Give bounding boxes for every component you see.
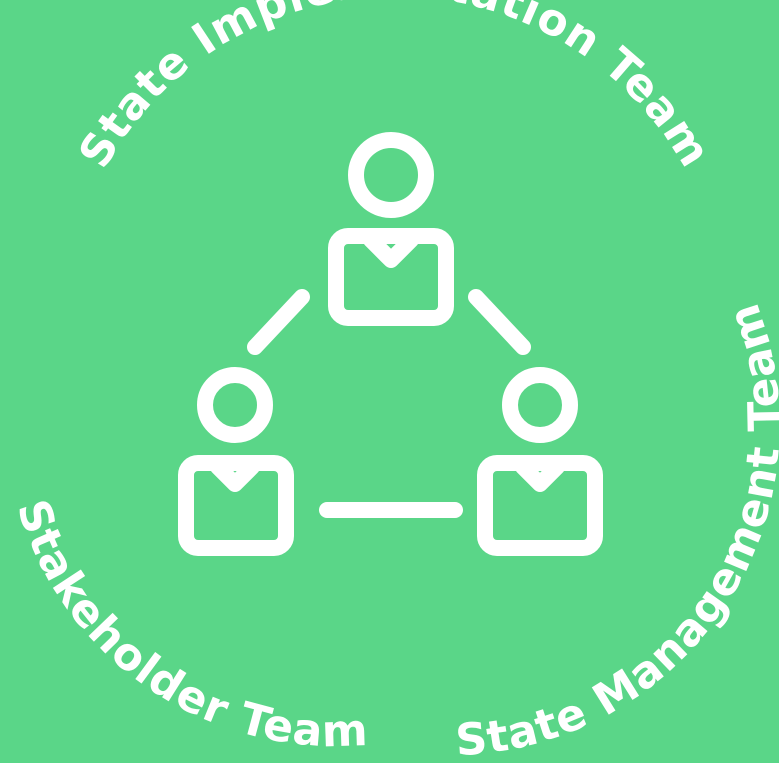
person-right-icon <box>477 367 603 556</box>
connector-top-right <box>468 289 531 355</box>
label-state-management-team: State Management Team <box>454 297 779 763</box>
person-left-icon <box>178 367 294 556</box>
connector-top-left <box>247 289 310 355</box>
team-network-icon <box>178 132 603 556</box>
label-state-implementation-team: State Implementation Team <box>69 0 720 176</box>
person-top-icon <box>328 132 454 326</box>
